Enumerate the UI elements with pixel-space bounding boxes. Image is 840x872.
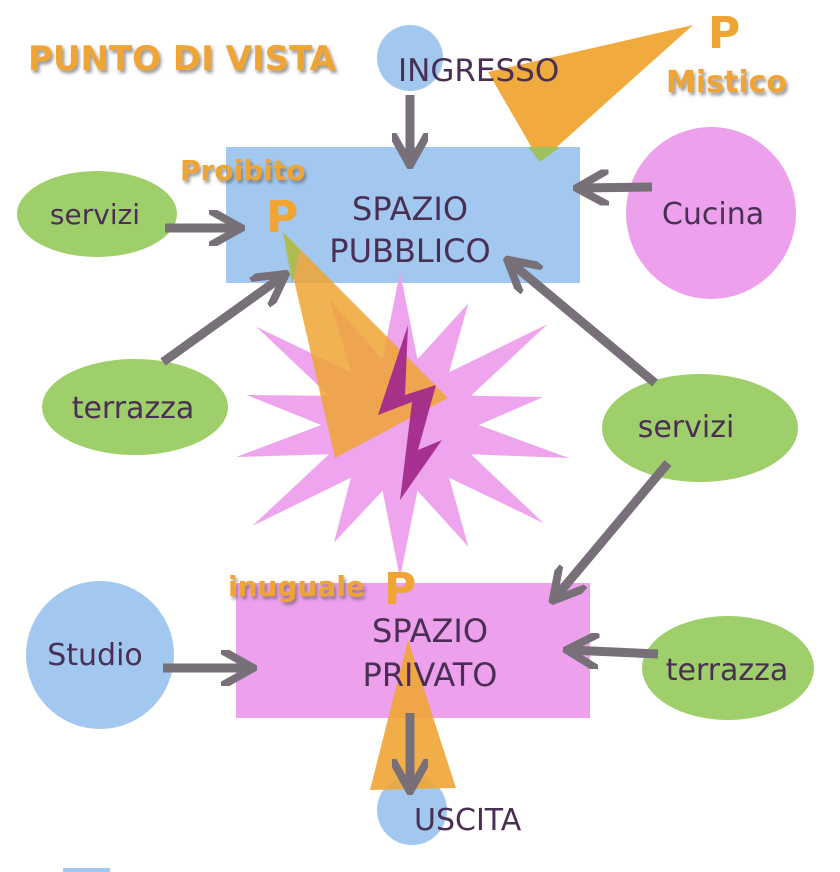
servizi-right-node xyxy=(602,374,798,482)
arrow-terrazza-to-public xyxy=(160,276,283,366)
terrazza-left-node xyxy=(42,359,228,455)
studio-node xyxy=(26,581,174,729)
arrow-cucina-to-public xyxy=(580,187,653,188)
private-space-label-2: PRIVATO xyxy=(363,656,498,694)
arrow-terrazza-to-private xyxy=(570,650,659,654)
ingresso-label: INGRESSO xyxy=(398,53,559,89)
servizi-left-node xyxy=(17,171,177,257)
private-space-label-1: SPAZIO xyxy=(372,612,488,650)
conflict-starburst xyxy=(236,272,569,578)
servizi-right-label: servizi xyxy=(638,410,735,445)
diagram-title: PUNTO DI VISTA xyxy=(28,39,337,79)
public-space-label-1: SPAZIO xyxy=(352,190,468,228)
uscita-label: USCITA xyxy=(414,803,522,838)
lightning-icon xyxy=(378,325,442,500)
cucina-label: Cucina xyxy=(662,197,764,232)
arrow-servizi-right-to-public xyxy=(510,262,658,387)
inuguale-label: inuguale xyxy=(228,570,365,603)
servizi-left-label: servizi xyxy=(50,198,140,231)
proibito-overlap xyxy=(283,232,300,284)
bottom-swatch xyxy=(63,868,110,872)
terrazza-left-label: terrazza xyxy=(72,391,195,426)
terrazza-right-node xyxy=(642,616,814,720)
studio-label: Studio xyxy=(47,638,143,673)
proibito-p-marker: P xyxy=(266,192,298,243)
arrow-servizi-right-to-private xyxy=(555,460,672,598)
cucina-node xyxy=(626,127,796,299)
mistico-viewpoint-cone xyxy=(488,25,693,162)
terrazza-right-label: terrazza xyxy=(666,653,789,688)
mistico-overlap xyxy=(528,147,560,162)
public-space-label-2: PUBBLICO xyxy=(329,232,490,270)
mistico-p-marker: P xyxy=(708,8,740,59)
ingresso-node xyxy=(377,25,443,91)
mistico-label: Mistico xyxy=(666,65,787,100)
proibito-label: Proibito xyxy=(180,154,305,187)
inuguale-p-marker: P xyxy=(384,564,416,615)
